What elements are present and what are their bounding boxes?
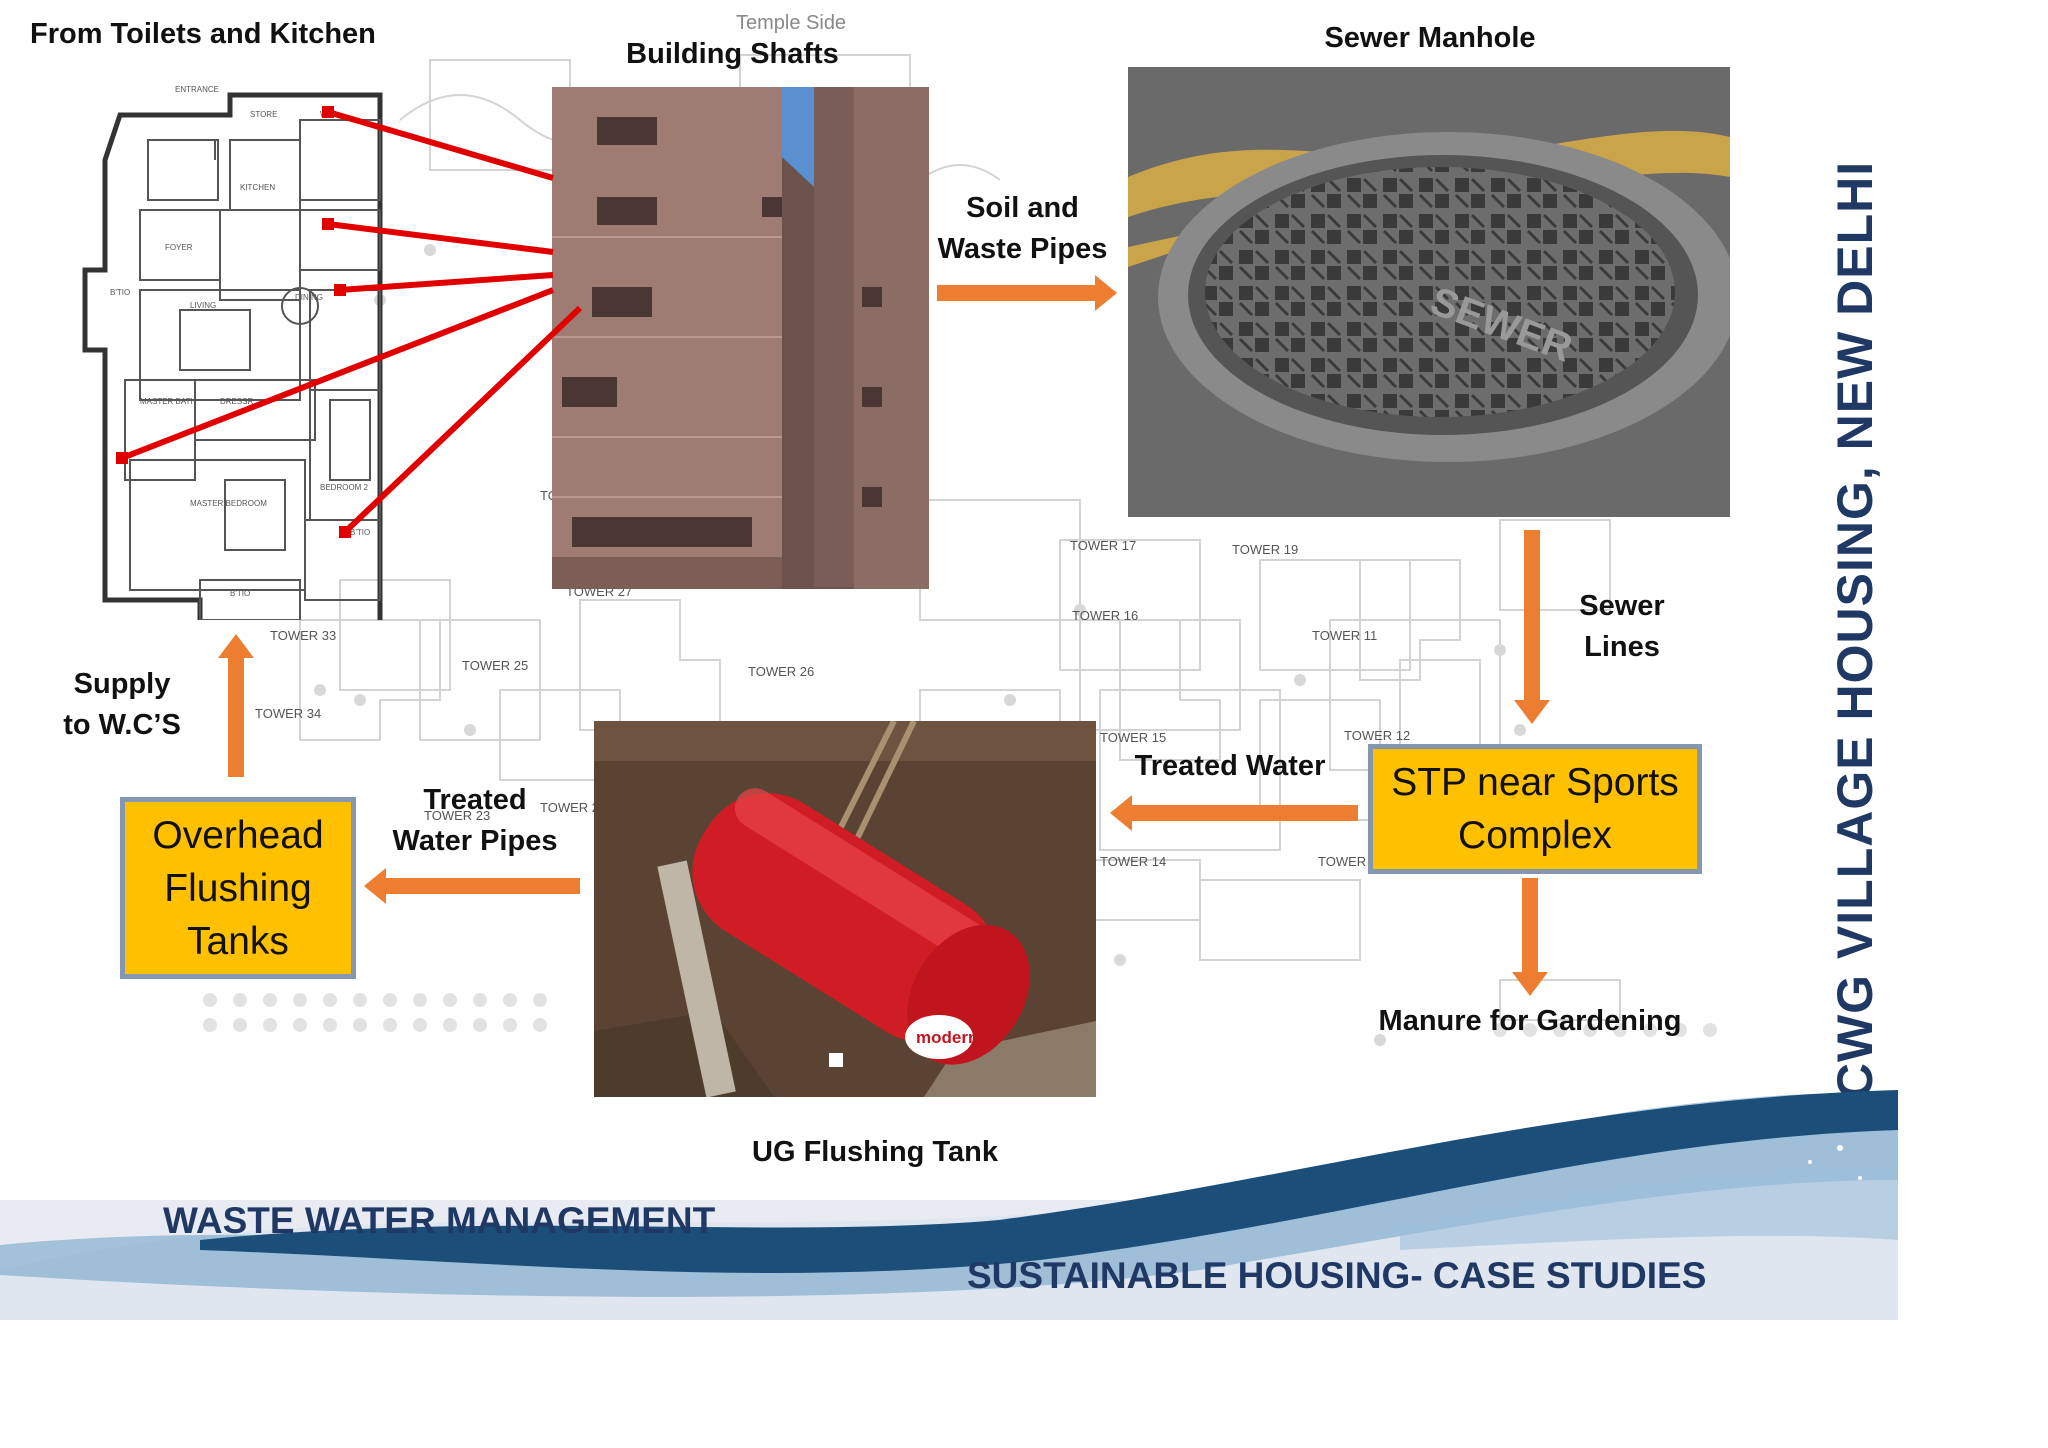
manure-label: Manure for Gardening	[1378, 1005, 1682, 1037]
svg-text:STORE: STORE	[250, 110, 277, 119]
supply-wc-label: Supply to W.C’S	[52, 664, 192, 746]
tower-label: TOWER 12	[1344, 728, 1410, 743]
tower-label: TOWER 34	[255, 706, 321, 721]
tower-label: TOWER 1	[1318, 854, 1377, 869]
tower-label: TOWER 19	[1232, 542, 1298, 557]
label-line: Lines	[1584, 631, 1660, 663]
box-line: Flushing	[164, 866, 312, 910]
temple-side-label: Temple Side	[736, 12, 847, 34]
svg-text:DINING: DINING	[295, 293, 323, 302]
svg-text:MASTER BATH: MASTER BATH	[140, 397, 197, 406]
sewer-lines-label: Sewer Lines	[1562, 586, 1682, 668]
building-shafts-label: Building Shafts	[626, 38, 839, 70]
label-line: Sewer	[1579, 590, 1665, 622]
sewer-manhole-label: Sewer Manhole	[1324, 22, 1536, 54]
svg-text:KITCHEN: KITCHEN	[240, 183, 275, 192]
label-line: Water Pipes	[392, 825, 558, 857]
page-title: CWG VILLAGE HOUSING, NEW DELHI	[1827, 160, 1883, 1100]
svg-text:B'TIO: B'TIO	[350, 528, 370, 537]
label-line: to W.C’S	[63, 709, 181, 741]
box-line: Complex	[1458, 814, 1612, 857]
tower-label: TOWER 17	[1070, 538, 1136, 553]
tank-brand: modern	[916, 1028, 978, 1047]
overhead-tanks-box: Overhead Flushing Tanks	[120, 797, 356, 979]
tower-label: TOWER 25	[462, 658, 528, 673]
tower-label: TOWER 15	[1100, 730, 1166, 745]
svg-text:MASTER BEDROOM: MASTER BEDROOM	[190, 499, 267, 508]
svg-text:ENTRANCE: ENTRANCE	[175, 85, 219, 94]
label-line: Supply	[73, 668, 171, 700]
ug-tank-label: UG Flushing Tank	[752, 1136, 998, 1168]
svg-text:WC: WC	[320, 110, 334, 119]
label-line: Waste Pipes	[937, 233, 1108, 265]
svg-text:DRESSR: DRESSR	[220, 397, 254, 406]
building-shafts-photo	[552, 87, 929, 589]
tower-label: TOWER 14	[1100, 854, 1166, 869]
tower-label: TOWER 23	[424, 808, 490, 823]
svg-text:B'TIO: B'TIO	[110, 288, 130, 297]
stp-box: STP near Sports Complex	[1368, 744, 1702, 874]
svg-text:LIVING: LIVING	[190, 301, 216, 310]
sewer-manhole-photo: SEWER	[1128, 67, 1730, 517]
from-toilets-label: From Toilets and Kitchen	[30, 18, 376, 50]
box-line: Tanks	[187, 919, 289, 963]
box-line: STP near Sports	[1391, 761, 1679, 804]
ug-flushing-tank-photo: modern	[594, 721, 1096, 1097]
tower-label: TOWER 11	[1312, 628, 1377, 643]
tower-label: TOWER 16	[1072, 608, 1138, 623]
svg-text:B'TIO: B'TIO	[230, 589, 250, 598]
tower-label: TOWER 33	[270, 628, 336, 643]
footer-left-title: WASTE WATER MANAGEMENT	[163, 1200, 716, 1241]
apartment-floor-plan: ENTRANCE STORE WC KITCHEN FOYER LIVING DININ…	[82, 85, 383, 620]
label-line: Soil and	[966, 192, 1079, 224]
treated-water-label: Treated Water	[1134, 750, 1326, 782]
tower-label: TOWER 26	[748, 664, 814, 679]
footer-wave	[0, 1090, 1898, 1320]
treated-water-pipes-label: Treated Water Pipes	[385, 780, 565, 862]
footer-right-title: SUSTAINABLE HOUSING- CASE STUDIES	[967, 1255, 1707, 1296]
soil-waste-pipes-label: Soil and Waste Pipes	[925, 188, 1120, 270]
svg-text:BEDROOM 2: BEDROOM 2	[320, 483, 369, 492]
tower-label: TOWER 24	[540, 800, 606, 815]
svg-text:FOYER: FOYER	[165, 243, 193, 252]
box-line: Overhead	[152, 813, 324, 857]
label-line: Treated	[423, 784, 527, 816]
